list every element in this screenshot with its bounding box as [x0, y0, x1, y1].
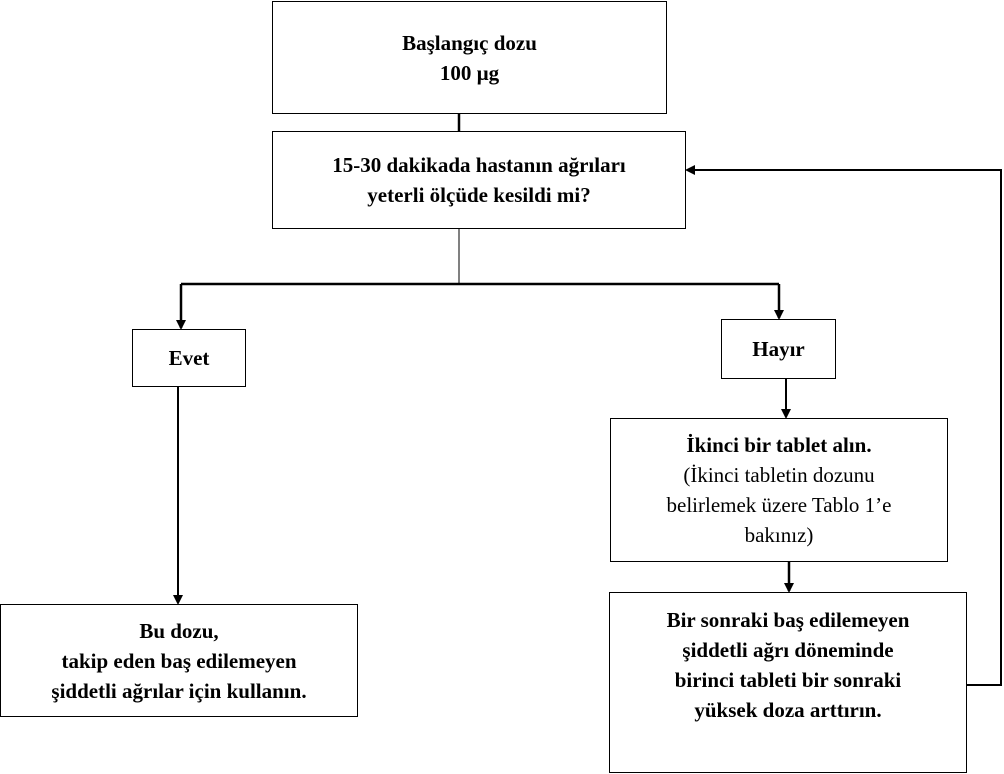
- increase-line-2: şiddetli ağrı döneminde: [682, 638, 894, 662]
- second-tablet-title: İkinci bir tablet alın.: [686, 433, 872, 457]
- start-dose-box: Başlangıç dozu 100 µg: [272, 1, 667, 114]
- no-box: Hayır: [721, 319, 836, 379]
- start-dose-amount: 100 µg: [439, 60, 500, 85]
- second-tablet-note-3: bakınız): [744, 523, 814, 547]
- increase-line-3: birinci tableti bir sonraki: [674, 668, 902, 692]
- second-tablet-note-1: (İkinci tabletin dozunu: [683, 463, 875, 487]
- increase-dose-box: Bir sonraki baş edilemeyen şiddetli ağrı…: [609, 592, 967, 773]
- second-tablet-note-2: belirlemek üzere Tablo 1’e: [666, 493, 892, 517]
- use-dose-line-1: Bu dozu,: [139, 618, 219, 643]
- use-dose-line-2: takip eden baş edilemeyen: [61, 648, 297, 673]
- question-line-1: 15-30 dakikada hastanın ağrıları: [332, 153, 626, 177]
- increase-line-4: yüksek doza arttırın.: [694, 698, 882, 722]
- use-dose-box: Bu dozu, takip eden baş edilemeyen şidde…: [0, 604, 358, 717]
- start-dose-title: Başlangıç dozu: [402, 30, 537, 55]
- question-box: 15-30 dakikada hastanın ağrıları yeterli…: [272, 131, 686, 229]
- yes-box: Evet: [132, 329, 246, 387]
- use-dose-line-3: şiddetli ağrılar için kullanın.: [51, 678, 307, 703]
- edge-loop-back-to-question: [685, 165, 1002, 686]
- question-line-2: yeterli ölçüde kesildi mi?: [367, 183, 591, 207]
- increase-line-1: Bir sonraki baş edilemeyen: [666, 608, 910, 632]
- yes-label: Evet: [168, 346, 210, 370]
- no-label: Hayır: [752, 337, 805, 361]
- second-tablet-box: İkinci bir tablet alın. (İkinci tabletin…: [610, 418, 948, 562]
